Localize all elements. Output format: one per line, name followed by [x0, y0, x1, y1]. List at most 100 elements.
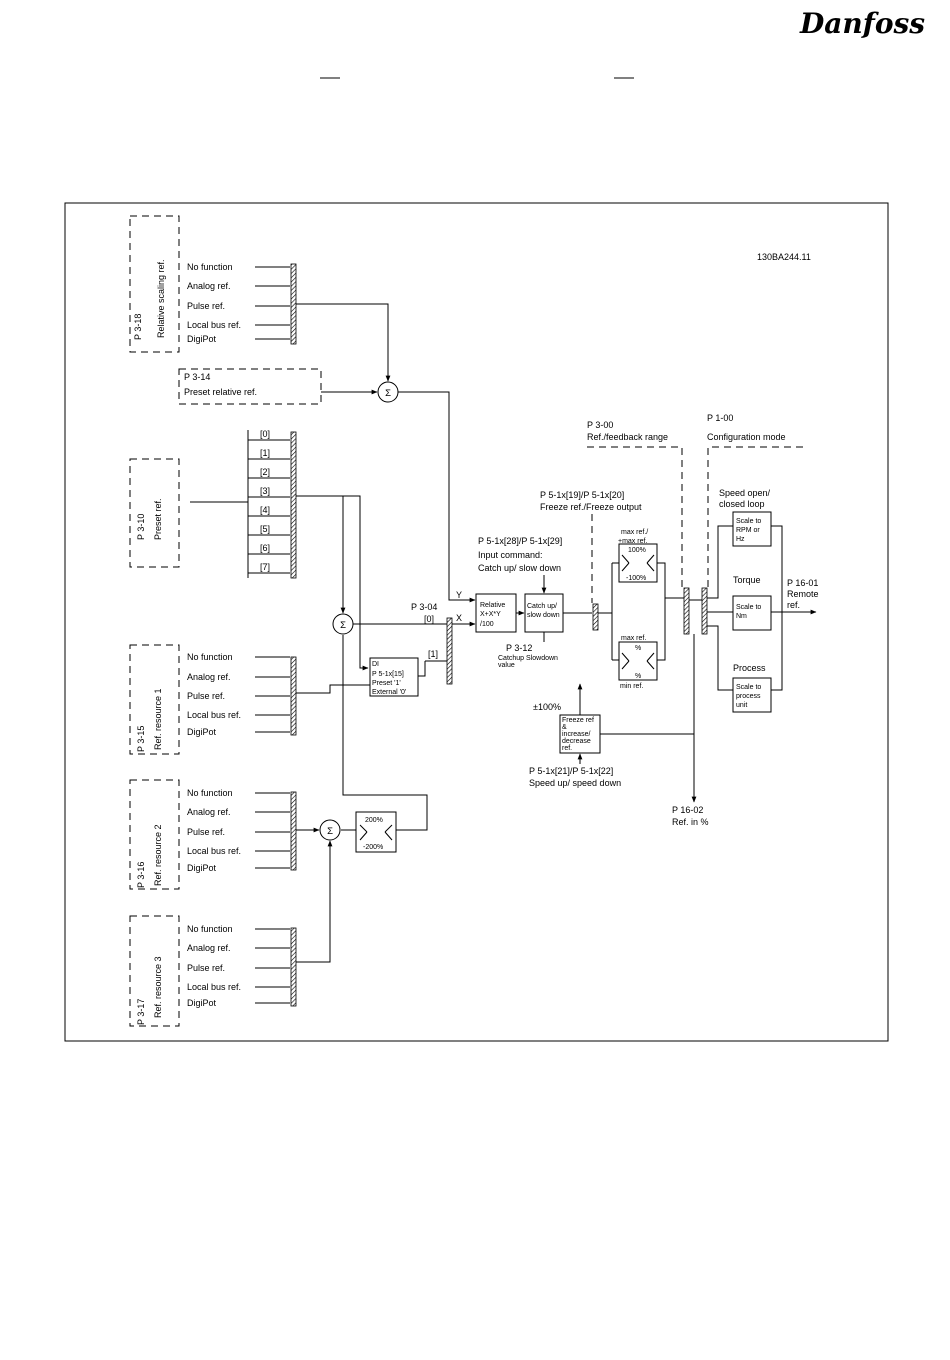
- remote-ref-title2: ref.: [787, 600, 800, 610]
- option-label: Pulse ref.: [187, 827, 225, 837]
- ref-resource-3-switch: [290, 927, 297, 1007]
- config-mode-switch: [701, 587, 708, 635]
- scale-process-box: [732, 677, 772, 713]
- preset-ref-param: P 3-10: [136, 514, 146, 540]
- range-lower-label2: min ref.: [620, 683, 643, 690]
- option-label: DigiPot: [187, 334, 217, 344]
- di-box-line: P 5-1x[15]: [372, 671, 404, 678]
- option-label: DigiPot: [187, 727, 217, 737]
- scale-rpm-box: [732, 511, 772, 547]
- ref-resource-1-options: No function Analog ref. Pulse ref. Local…: [187, 652, 290, 737]
- ref-function-opt0: [0]: [424, 614, 434, 624]
- catchup-param-name2: value: [498, 662, 515, 669]
- relative-box-line: X+X*Y: [480, 611, 501, 618]
- scale-rpm-line: Hz: [736, 536, 745, 543]
- scale-nm-line: Nm: [736, 613, 747, 620]
- relative-scaling-frame: [129, 215, 180, 353]
- preset-index: [0]: [260, 429, 270, 439]
- y-input-label: Y: [456, 590, 462, 600]
- remote-ref-title: Remote: [787, 589, 819, 599]
- ref-resource-2-frame: [129, 779, 180, 890]
- ref-resource-1-switch: [290, 656, 297, 736]
- freeze-box-line: decrease: [562, 738, 591, 745]
- input-command-param: P 5-1x[28]/P 5-1x[29]: [478, 536, 562, 546]
- ref-resource-3-frame: [129, 915, 180, 1027]
- ref-resource-2-options: No function Analog ref. Pulse ref. Local…: [187, 788, 290, 873]
- option-label: No function: [187, 262, 233, 272]
- sigma-symbol: Σ: [385, 388, 391, 399]
- range-top: 100%: [628, 547, 646, 554]
- preset-index: [1]: [260, 448, 270, 458]
- input-command-title: Input command:: [478, 550, 543, 560]
- range-lower-top: %: [635, 645, 641, 652]
- preset-ref-title: Preset ref.: [153, 498, 163, 540]
- scale-process-line: process: [736, 693, 761, 700]
- option-label: Analog ref.: [187, 281, 231, 291]
- scale-process-line: unit: [736, 702, 747, 709]
- catchup-param-name: Catchup Slowdown: [498, 655, 558, 662]
- preset-relative-title: Preset relative ref.: [184, 387, 257, 397]
- preset-index: [2]: [260, 467, 270, 477]
- freeze-box-line: ref.: [562, 745, 572, 752]
- diagram-frame: [64, 202, 889, 1042]
- ref-range-title: Ref./feedback range: [587, 432, 668, 442]
- ref-pct-param: P 16-02: [672, 805, 703, 815]
- resource-sum-node: [319, 819, 341, 841]
- scale-process-line: Scale to: [736, 684, 761, 691]
- freeze-title: Freeze ref./Freeze output: [540, 502, 642, 512]
- freeze-increase-box: [559, 714, 601, 754]
- option-label: No function: [187, 924, 233, 934]
- ref-resource-3-param: P 3-17: [136, 999, 146, 1025]
- ref-function-opt1: [1]: [428, 649, 438, 659]
- preset-index: [4]: [260, 505, 270, 515]
- limit-200-box: [355, 811, 397, 853]
- catchup-box: [524, 593, 564, 633]
- option-label: Local bus ref.: [187, 320, 241, 330]
- remote-ref-param: P 16-01: [787, 578, 818, 588]
- range-lower-label: max ref.: [621, 635, 646, 642]
- x-input-label: X: [456, 613, 462, 623]
- preset-ref-switch: [290, 431, 297, 579]
- ref-function-switch: [446, 617, 453, 685]
- scale-nm-line: Scale to: [736, 604, 761, 611]
- danfoss-logo: Danfoss: [799, 7, 925, 40]
- ref-resource-1-param: P 3-15: [136, 726, 146, 752]
- ref-resource-1-frame: [129, 644, 180, 755]
- option-label: DigiPot: [187, 863, 217, 873]
- torque-label: Torque: [733, 575, 761, 585]
- relative-scaling-options: No function Analog ref. Pulse ref. Local…: [187, 262, 290, 344]
- input-command-desc: Catch up/ slow down: [478, 563, 561, 573]
- preset-index: [7]: [260, 562, 270, 572]
- figure-id: 130BA244.11: [757, 252, 811, 262]
- ref-resource-3-options: No function Analog ref. Pulse ref. Local…: [187, 924, 290, 1008]
- freeze-ref-switch: [592, 603, 599, 631]
- relative-box-line: Relative: [480, 602, 505, 609]
- range-lower-bottom: %: [635, 673, 641, 680]
- plusminus-label: ±100%: [533, 702, 561, 712]
- option-label: DigiPot: [187, 998, 217, 1008]
- option-label: Local bus ref.: [187, 710, 241, 720]
- catchup-param: P 3-12: [506, 643, 532, 653]
- option-label: Pulse ref.: [187, 963, 225, 973]
- ref-resource-2-param: P 3-16: [136, 862, 146, 888]
- option-label: Local bus ref.: [187, 846, 241, 856]
- catchup-box-line: Catch up/: [527, 603, 557, 610]
- freeze-box-line: Freeze ref: [562, 717, 594, 724]
- preset-index-list: [0] [1] [2] [3] [4] [5] [6] [7]: [248, 429, 290, 574]
- di-box-line: DI: [372, 661, 379, 668]
- preset-index: [3]: [260, 486, 270, 496]
- catchup-box-line: slow down: [527, 612, 560, 619]
- ref-resource-2-title: Ref. resource 2: [153, 824, 163, 886]
- range-switch: [683, 587, 690, 635]
- range-100-box: [618, 543, 658, 583]
- speed-label: Speed open/: [719, 488, 771, 498]
- relative-calc-box: [475, 593, 517, 633]
- freeze-param: P 5-1x[19]/P 5-1x[20]: [540, 490, 624, 500]
- preset-relative-frame: [178, 368, 322, 405]
- di-box-line: Preset '1': [372, 680, 401, 687]
- freeze-box-line: &: [562, 724, 567, 731]
- option-label: Analog ref.: [187, 672, 231, 682]
- sigma-symbol: Σ: [327, 826, 333, 837]
- config-mode-title: Configuration mode: [707, 432, 786, 442]
